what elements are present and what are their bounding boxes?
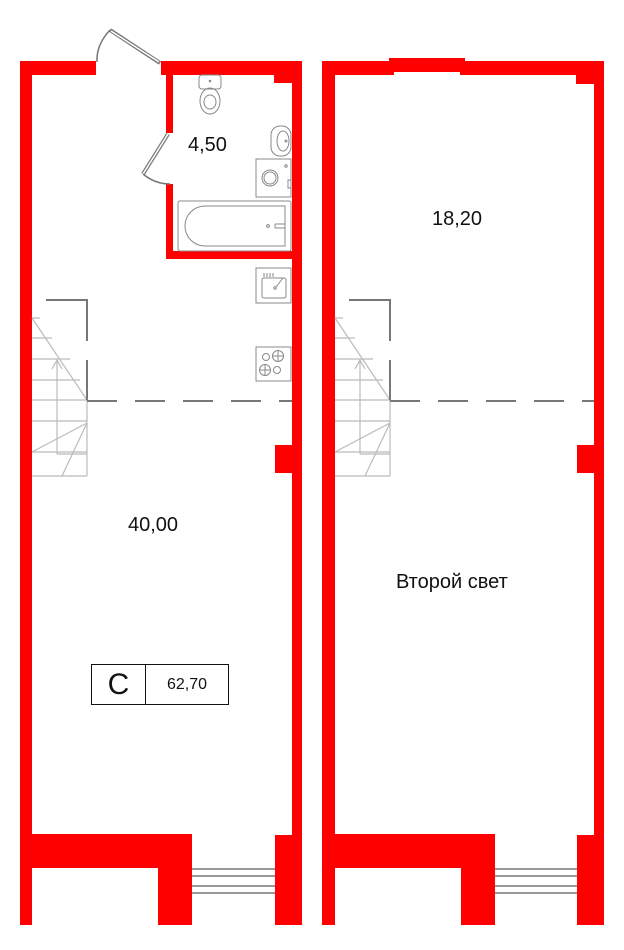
kitchen-fixtures [255, 267, 292, 382]
washing-machine-icon [255, 158, 292, 198]
level-2-walls [322, 58, 604, 925]
staircase-level-2-icon [334, 317, 391, 477]
stove-icon [255, 346, 292, 382]
mezzanine-area-label: 18,20 [432, 208, 483, 230]
apartment-class: C [92, 665, 146, 704]
double-height-label: Второй свет [396, 571, 508, 593]
entrance-door-icon [96, 28, 162, 65]
stair-opening-outline [46, 299, 88, 400]
bathroom-area-label: 4,50 [188, 134, 227, 156]
apartment-badge: C 62,70 [91, 664, 229, 705]
stair-opening-outline-2 [349, 299, 391, 400]
total-area: 62,70 [166, 675, 208, 693]
toilet-icon [198, 74, 222, 115]
bathtub-icon [177, 200, 292, 252]
staircase-level-1-icon [31, 317, 88, 477]
kitchen-sink-icon [255, 267, 292, 304]
living-area-label: 40,00 [128, 514, 179, 536]
window-right-icon [495, 868, 577, 894]
level-1-walls [20, 61, 302, 925]
bathroom-door-icon [141, 132, 171, 185]
sink-icon [270, 125, 292, 157]
bathroom-fixtures [177, 74, 292, 252]
window-left-icon [192, 868, 275, 894]
